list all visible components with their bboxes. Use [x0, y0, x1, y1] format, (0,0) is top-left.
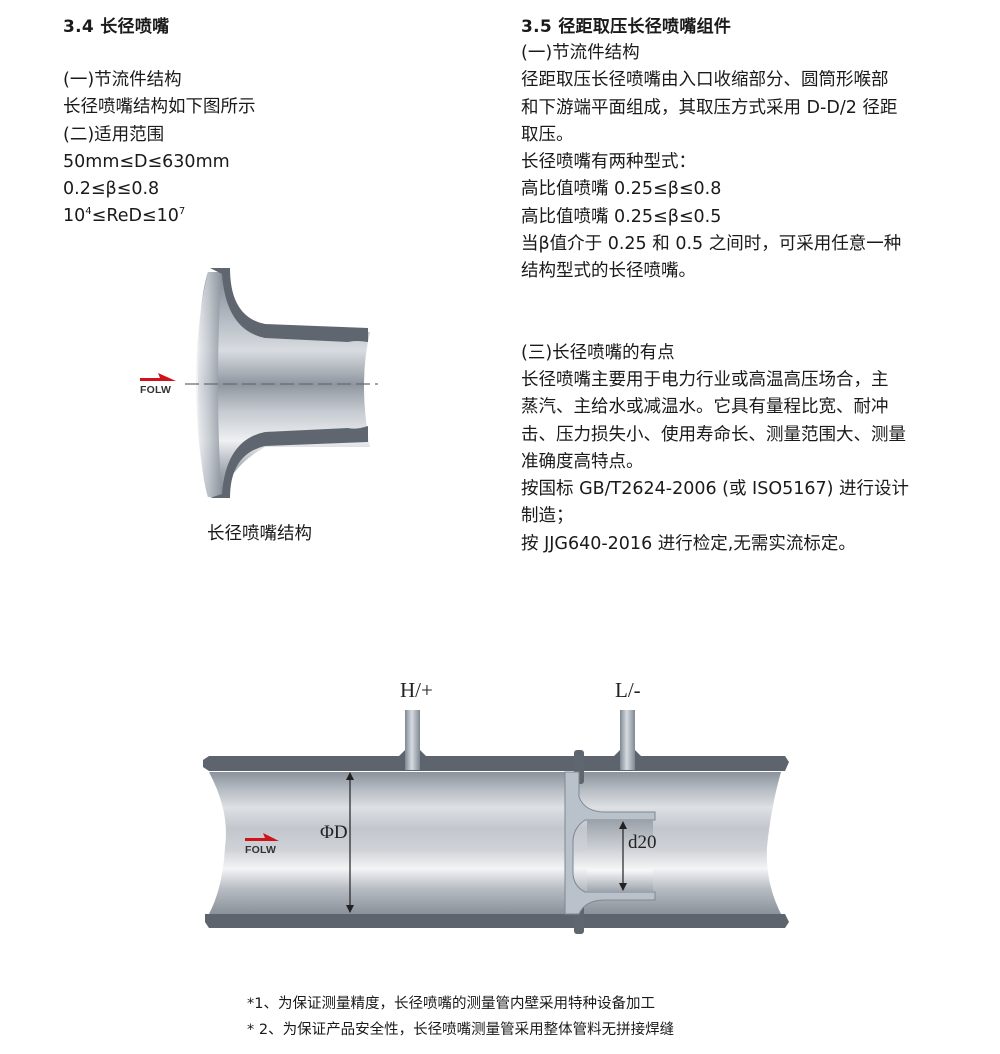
structure-desc: 长径喷嘴结构如下图所示 — [63, 97, 256, 118]
body-line: 击、压力损失小、使用寿命长、测量范围大、测量 — [521, 424, 906, 445]
spacer — [521, 286, 961, 340]
footnotes: *1、为保证测量精度，长径喷嘴的测量管内壁采用特种设备加工 * 2、为保证产品安… — [247, 991, 674, 1043]
re-high-exponent: 7 — [178, 206, 186, 218]
assembly-flow-label: FOLW — [245, 844, 277, 856]
nozzle-flow-label: FOLW — [140, 384, 172, 396]
section-3-4-title: 3.4 长径喷嘴 — [63, 17, 170, 37]
flow-arrow-icon — [245, 833, 279, 841]
assembly-illustration — [203, 710, 789, 934]
beta-range: 0.2≤β≤0.8 — [63, 179, 160, 200]
high-pressure-tap-label: H/+ — [400, 678, 433, 702]
body-line: 结构型式的长径喷嘴。 — [521, 261, 696, 282]
types-intro: 长径喷嘴有两种型式： — [521, 152, 696, 173]
re-middle: ≤ReD≤10 — [91, 206, 179, 227]
section-3-5-title: 3.5 径距取压长径喷嘴组件 — [521, 17, 732, 37]
pipe-diameter-label: ΦD — [320, 822, 348, 843]
low-pressure-tap-label: L/- — [615, 678, 641, 702]
body-line: 取压。 — [521, 124, 574, 145]
verification-line: 按 JJG640-2016 进行检定,无需实流标定。 — [521, 533, 856, 554]
section-3-4: 3.4 长径喷嘴 (一)节流件结构 长径喷嘴结构如下图所示 (二)适用范围 50… — [63, 14, 463, 231]
throat-diameter-label: d20 — [628, 832, 657, 853]
type-low-ratio: 高比值喷嘴 0.25≤β≤0.5 — [521, 206, 722, 227]
section-3-5: 3.5 径距取压长径喷嘴组件 (一)节流件结构 径距取压长径喷嘴由入口收缩部分、… — [521, 14, 961, 558]
long-radius-nozzle-figure: FOLW — [130, 262, 390, 507]
range-subheading: (二)适用范围 — [63, 124, 165, 145]
advantages-subheading: (三)长径喷嘴的有点 — [521, 342, 675, 363]
body-line: 制造； — [521, 506, 574, 527]
reynolds-range: 104≤ReD≤107 — [63, 203, 463, 230]
nozzle-assembly-figure: H/+ L/- ΦD d20 FOLW — [195, 672, 795, 947]
spacer — [63, 40, 463, 67]
type-high-ratio: 高比值喷嘴 0.25≤β≤0.8 — [521, 179, 722, 200]
body-line: 径距取压长径喷嘴由入口收缩部分、圆筒形喉部 — [521, 70, 889, 91]
flow-arrow-icon — [140, 373, 176, 381]
nozzle-caption: 长径喷嘴结构 — [207, 524, 312, 544]
standard-line: 按国标 GB/T2624-2006 (或 ISO5167) 进行设计 — [521, 479, 910, 500]
body-line: 和下游端平面组成，其取压方式采用 D-D/2 径距 — [521, 97, 898, 118]
body-line: 长径喷嘴主要用于电力行业或高温高压场合，主 — [521, 369, 889, 390]
footnote-2: * 2、为保证产品安全性，长径喷嘴测量管采用整体管料无拼接焊缝 — [247, 1022, 675, 1038]
diameter-range: 50mm≤D≤630mm — [63, 151, 230, 172]
footnote-1: *1、为保证测量精度，长径喷嘴的测量管内壁采用特种设备加工 — [247, 996, 655, 1012]
structure-subheading: (一)节流件结构 — [63, 70, 182, 90]
body-line: 蒸汽、主给水或减温水。它具有量程比宽、耐冲 — [521, 397, 889, 418]
nozzle-illustration — [140, 268, 378, 498]
body-line: 当β值介于 0.25 和 0.5 之间时，可采用任意一种 — [521, 234, 902, 255]
structure-subheading: (一)节流件结构 — [521, 43, 640, 63]
re-low-exponent: 4 — [85, 206, 92, 218]
body-line: 准确度高特点。 — [521, 451, 644, 472]
re-low-base: 10 — [63, 206, 86, 227]
